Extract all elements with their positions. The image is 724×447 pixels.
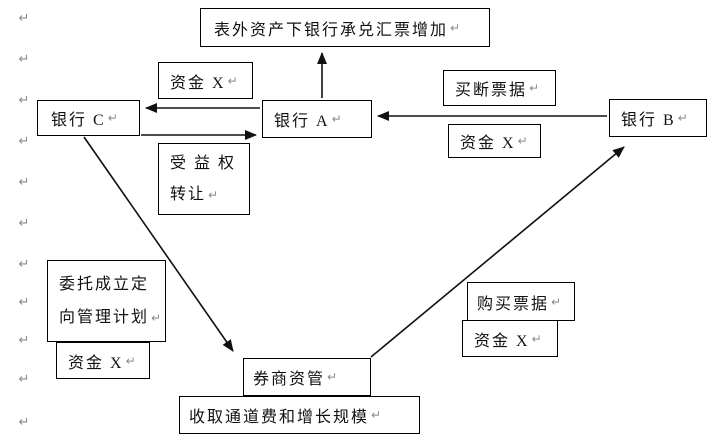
node-bank-c: 银行 C↵ bbox=[37, 100, 140, 136]
paragraph-mark: ↵ bbox=[18, 295, 30, 310]
node-label: 资金 X bbox=[170, 74, 226, 92]
node-label: 资金 X bbox=[460, 135, 516, 152]
node-label: 资金 X bbox=[68, 354, 124, 372]
node-acceptance-bill-increase: 表外资产下银行承兑汇票增加↵ bbox=[200, 8, 490, 47]
node-label: 券商资管 bbox=[253, 371, 326, 388]
node-fund-x-top: 资金 X↵ bbox=[158, 62, 253, 99]
return-mark-icon: ↵ bbox=[107, 111, 118, 125]
node-label: 购买票据 bbox=[477, 295, 550, 313]
node-purchase-bills: 购买票据↵ bbox=[467, 282, 575, 321]
node-collect-channel-fees: 收取通道费和增长规模↵ bbox=[179, 396, 420, 434]
paragraph-mark: ↵ bbox=[18, 175, 30, 190]
node-brokerage-asset-management: 券商资管↵ bbox=[243, 358, 371, 396]
arrow-bank-c-to-brokerage bbox=[83, 136, 234, 352]
arrow-brokerage-to-bank-b bbox=[370, 146, 625, 358]
paragraph-mark: ↵ bbox=[18, 52, 30, 67]
paragraph-mark: ↵ bbox=[18, 333, 30, 348]
return-mark-icon: ↵ bbox=[331, 112, 342, 126]
return-mark-icon: ↵ bbox=[208, 187, 219, 202]
return-mark-icon: ↵ bbox=[327, 370, 338, 384]
node-fund-x-bottom-right: 资金 X↵ bbox=[462, 320, 558, 357]
node-label: 资金 X bbox=[474, 332, 530, 350]
node-label: 表外资产下银行承兑汇票增加 bbox=[214, 21, 449, 39]
paragraph-mark: ↵ bbox=[18, 372, 30, 387]
node-fund-x-left: 资金 X↵ bbox=[56, 342, 150, 379]
node-beneficial-rights-transfer: 受 益 权 转让↵ bbox=[158, 143, 250, 215]
node-label: 买断票据 bbox=[455, 82, 528, 99]
node-label-line2: 转让↵ bbox=[170, 185, 219, 203]
paragraph-mark: ↵ bbox=[18, 216, 30, 231]
node-label: 收取通道费和增长规模 bbox=[189, 409, 370, 426]
node-fund-x-right: 资金 X↵ bbox=[448, 124, 541, 158]
return-mark-icon: ↵ bbox=[517, 134, 528, 148]
node-label: 银行 C bbox=[51, 112, 106, 129]
return-mark-icon: ↵ bbox=[677, 111, 688, 125]
return-mark-icon: ↵ bbox=[371, 408, 382, 422]
node-label: 银行 A bbox=[274, 113, 330, 130]
node-bank-b: 银行 B↵ bbox=[609, 99, 707, 137]
return-mark-icon: ↵ bbox=[551, 294, 562, 309]
return-mark-icon: ↵ bbox=[529, 81, 540, 95]
return-mark-icon: ↵ bbox=[227, 73, 238, 88]
node-label: 银行 B bbox=[621, 112, 676, 129]
return-mark-icon: ↵ bbox=[450, 20, 461, 35]
paragraph-mark: ↵ bbox=[18, 134, 30, 149]
node-bank-a: 银行 A↵ bbox=[262, 100, 372, 138]
paragraph-mark: ↵ bbox=[18, 93, 30, 108]
node-label-line2: 向管理计划↵ bbox=[59, 308, 162, 326]
node-entrust-management-plan: 委托成立定 向管理计划↵ bbox=[47, 260, 166, 342]
node-label-line1: 受 益 权 bbox=[170, 154, 237, 172]
return-mark-icon: ↵ bbox=[531, 331, 542, 346]
node-buyout-bills: 买断票据↵ bbox=[443, 70, 556, 106]
node-label-line1: 委托成立定 bbox=[59, 275, 150, 293]
paragraph-mark: ↵ bbox=[18, 257, 30, 272]
return-mark-icon: ↵ bbox=[125, 353, 136, 368]
paragraph-mark: ↵ bbox=[18, 11, 30, 26]
return-mark-icon: ↵ bbox=[151, 310, 162, 325]
paragraph-mark: ↵ bbox=[18, 415, 30, 430]
